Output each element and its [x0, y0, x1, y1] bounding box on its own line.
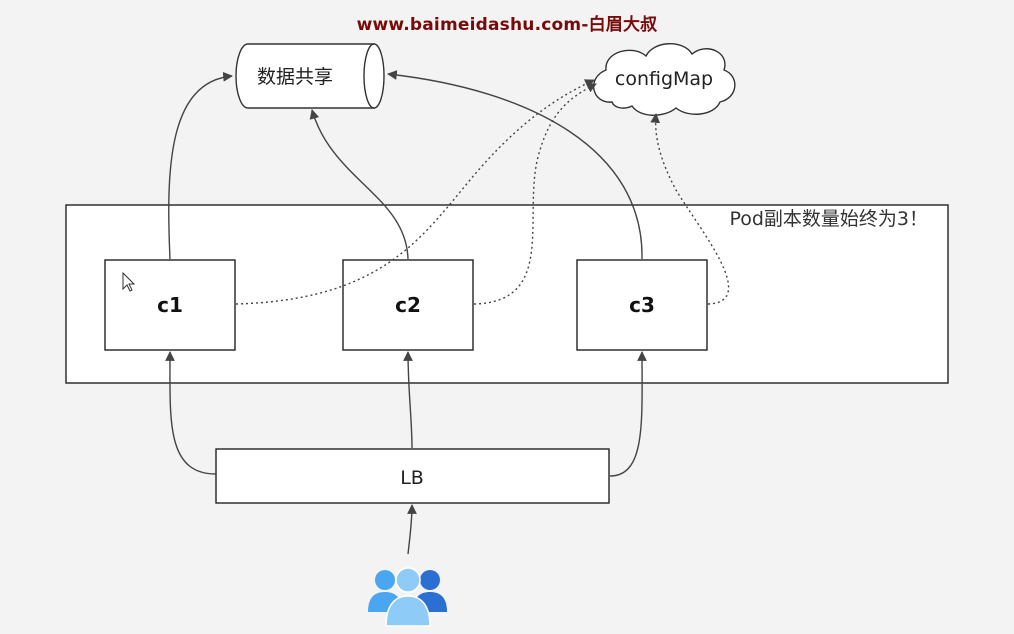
configmap-label: configMap [615, 68, 713, 90]
container-c1-label: c1 [157, 293, 183, 317]
edge-c3-storage [387, 70, 643, 260]
load-balancer-node[interactable]: LB [215, 448, 610, 504]
edge-c2-storage [309, 109, 409, 260]
load-balancer-label: LB [400, 467, 424, 489]
mouse-cursor-icon [122, 271, 136, 292]
shared-storage-label: 数据共享 [257, 66, 333, 88]
edge-lb-c1 [165, 351, 217, 475]
container-c2-label: c2 [395, 293, 421, 317]
container-c2[interactable]: c2 [342, 259, 474, 351]
pod-group-label: Pod副本数量始终为3！ [729, 208, 928, 230]
container-c3-label: c3 [629, 293, 655, 317]
edge-lb-c2 [403, 351, 413, 449]
edge-c1-configmap [235, 79, 595, 305]
container-c3[interactable]: c3 [576, 259, 708, 351]
shared-storage-node[interactable]: 数据共享 [235, 43, 385, 109]
edge-c3-configmap [650, 113, 730, 305]
container-c1[interactable]: c1 [104, 259, 236, 351]
watermark-text: www.baimeidashu.com-白眉大叔 [356, 15, 658, 35]
edge-users-lb [407, 504, 417, 555]
edge-c2-configmap [473, 83, 597, 305]
edge-c1-storage [168, 71, 233, 260]
users-icon [368, 567, 447, 627]
configmap-node[interactable]: configMap [592, 43, 736, 116]
edge-lb-c3 [609, 351, 647, 477]
